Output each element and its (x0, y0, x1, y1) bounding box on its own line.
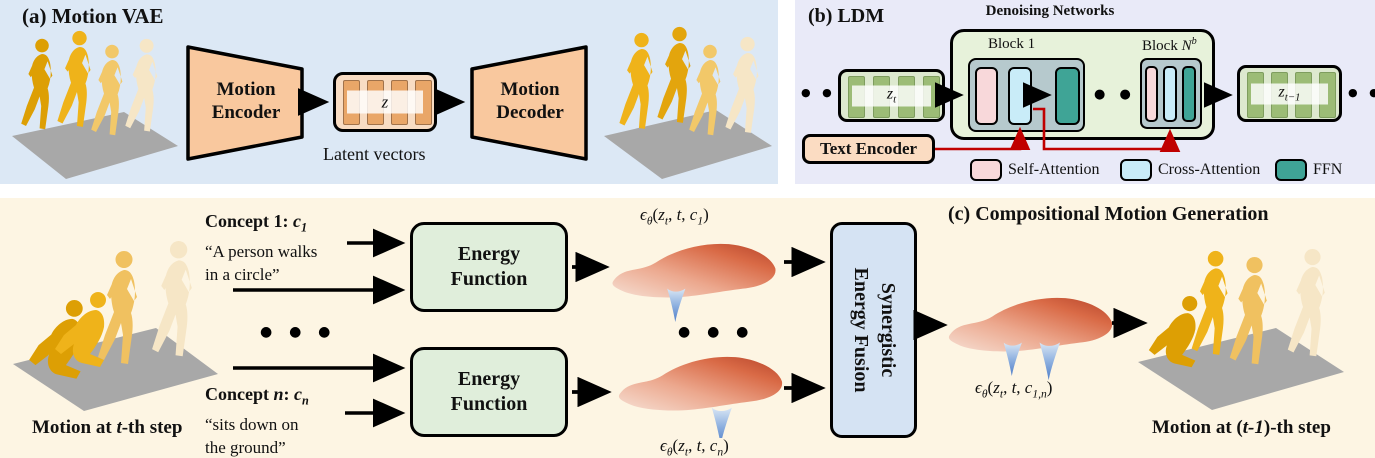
motion-encoder-shape (186, 45, 304, 161)
energy-surface-1 (612, 243, 776, 322)
motion-output-figures (604, 26, 772, 179)
legend-label: Self-Attention (1008, 161, 1100, 178)
concepts-ellipsis: ● ● ● (260, 324, 337, 340)
motion-t-caption: Motion at t-th step (32, 417, 183, 438)
self-attention-bar (975, 67, 998, 125)
concept-1-quote-line1: “A person walks (205, 241, 318, 261)
concept-1-quote-line2: in a circle” (205, 264, 280, 284)
legend-label: FFN (1313, 161, 1343, 178)
legend-self-attention: Self-Attention (970, 159, 1100, 181)
panel-compositional-generation: (c) Compositional Motion Generation Moti… (0, 198, 1375, 458)
latent-vector-box: z (333, 72, 437, 132)
epsilon-c1n-label: ϵθ(zt, t, c1,n) (975, 378, 1053, 401)
zt-1-label: zt−1 (1278, 83, 1301, 104)
synergistic-energy-fusion-box: Synergistic Energy Fusion (830, 222, 917, 438)
zt-1-band: zt−1 (1250, 83, 1329, 104)
ffn-swatch (1275, 159, 1307, 181)
energy-surface-n (618, 356, 783, 438)
zt-1-token-box: zt−1 (1237, 65, 1342, 122)
text-encoder-label: Text Encoder (819, 139, 918, 158)
legend-label: Cross-Attention (1158, 161, 1261, 178)
text-encoder-box: Text Encoder (802, 134, 935, 164)
fusion-label: Synergistic Energy Fusion (849, 267, 899, 393)
legend-cross-attention: Cross-Attention (1120, 159, 1260, 181)
zt-token-box: zt (838, 69, 945, 122)
motion-t-figures (13, 241, 218, 411)
ffn-bar (1182, 66, 1196, 122)
latent-z-band: z (346, 90, 424, 114)
concept-n: Concept n: cn “sits down on the ground” (205, 383, 309, 458)
energy-function-box-n: Energy Function (410, 347, 568, 437)
blockN-label: Block Nb (1142, 36, 1197, 54)
motion-t-1-caption: Motion at (t-1)-th step (1152, 417, 1331, 438)
epsilon-cn-label: ϵθ(zt, t, cn) (660, 436, 729, 458)
zt-label: zt (886, 85, 897, 106)
zt-band: zt (852, 85, 931, 106)
self-attention-swatch (970, 159, 1002, 181)
ffn-bar (1055, 67, 1080, 125)
concept-1-heading: Concept 1: c1 (205, 211, 308, 235)
motion-encoder-label: Motion Encoder (211, 79, 281, 123)
motion-input-figures (12, 30, 178, 179)
self-attention-bar (1145, 66, 1158, 122)
z-label: z (381, 92, 389, 111)
cross-attention-bar (1008, 67, 1032, 125)
ground-plane (13, 328, 218, 411)
concept-n-quote-line1: “sits down on (205, 414, 299, 434)
legend-ffn: FFN (1275, 159, 1342, 181)
panel-c-title: (c) Compositional Motion Generation (948, 203, 1269, 225)
continuation-dots-left: ● ● (801, 86, 836, 99)
denoising-networks-title: Denoising Networks (985, 3, 1115, 19)
panel-motion-vae: (a) Motion VAE Motion Encoder z Latent v… (0, 0, 778, 184)
fused-energy-surface (948, 297, 1113, 380)
motion-decoder-label: Motion Decoder (496, 79, 564, 123)
motion-t-1-figures (1138, 248, 1344, 410)
cross-attention-bar (1163, 66, 1177, 122)
epsilon-c1-label: ϵθ(zt, t, c1) (640, 205, 709, 228)
motion-decoder-shape (470, 45, 588, 161)
surfaces-ellipsis: ● ● ● (678, 324, 755, 340)
panel-ldm: (b) LDM Denoising Networks ● ● zt Block … (795, 0, 1375, 184)
panel-b-title: (b) LDM (808, 5, 885, 27)
cross-attention-swatch (1120, 159, 1152, 181)
concept-1: Concept 1: c1 “A person walks in a circl… (205, 210, 317, 286)
latent-caption: Latent vectors (323, 144, 426, 164)
energy-function-box-1: Energy Function (410, 222, 568, 312)
block1-label: Block 1 (988, 36, 1036, 52)
panel-a-title: (a) Motion VAE (22, 4, 164, 28)
continuation-dots-right: ● ● (1348, 86, 1375, 99)
concept-n-quote-line2: the ground” (205, 437, 286, 457)
ground-plane (12, 112, 178, 179)
concept-n-heading: Concept n: cn (205, 384, 309, 408)
